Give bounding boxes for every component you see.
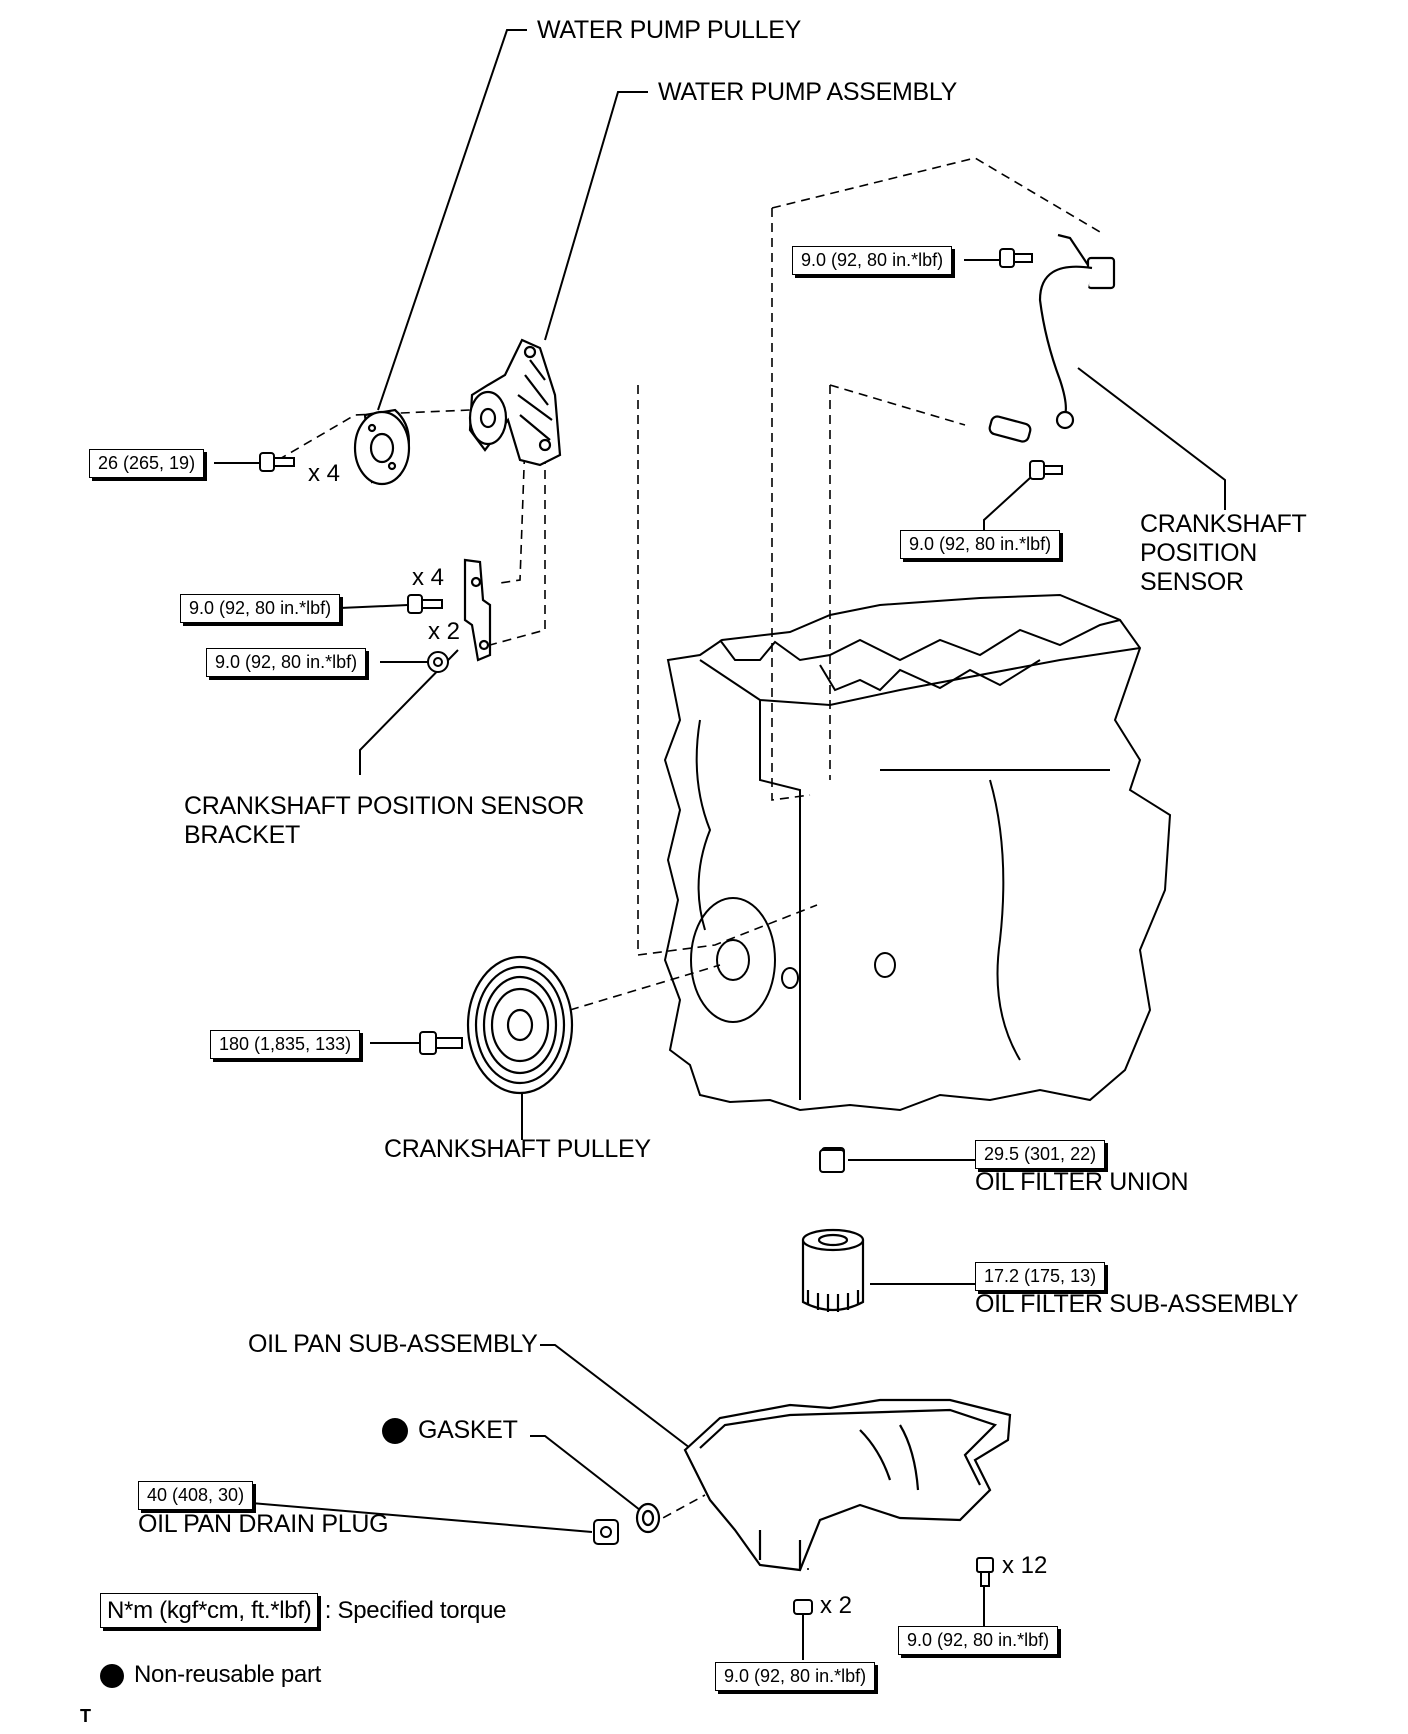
engine-block <box>663 593 1172 1112</box>
crankshaft-pulley-part <box>466 955 574 1095</box>
leader-bracket <box>359 649 459 775</box>
legend-torque-box: N*m (kgf*cm, ft.*lbf) <box>100 1593 319 1628</box>
leader-water-pump-pulley <box>377 29 527 411</box>
legend-torque-text: : Specified torque <box>324 1597 507 1624</box>
torque-water-pump-pulley-bolt: 26 (265, 19) <box>89 449 205 478</box>
leader-crankshaft-position-sensor <box>1077 367 1226 510</box>
torque-sensor-lower-bolt: 9.0 (92, 80 in.*lbf) <box>900 530 1061 559</box>
qty-bracket-bolts: x 4 <box>412 564 445 591</box>
footer-mark: T <box>80 1706 91 1726</box>
torque-oil-filter: 17.2 (175, 13) <box>975 1262 1106 1291</box>
label-crankshaft-position-sensor-bracket: CRANKSHAFT POSITION SENSOR BRACKET <box>184 792 585 849</box>
torque-bracket-bolt: 9.0 (92, 80 in.*lbf) <box>180 594 341 623</box>
water-pump-pulley-part <box>353 408 411 486</box>
torque-sensor-top-bolt: 9.0 (92, 80 in.*lbf) <box>792 246 953 275</box>
non-reusable-marker-icon <box>382 1418 408 1445</box>
torque-crankshaft-pulley-bolt: 180 (1,835, 133) <box>210 1030 361 1059</box>
leader-water-pump-assembly <box>544 91 648 341</box>
torque-oil-filter-union: 29.5 (301, 22) <box>975 1140 1106 1169</box>
non-reusable-dot-icon <box>100 1663 124 1688</box>
label-water-pump-assembly: WATER PUMP ASSEMBLY <box>658 78 957 106</box>
qty-pulley-bolts: x 4 <box>308 460 341 487</box>
legend-nonreusable-text: Non-reusable part <box>134 1661 322 1688</box>
oil-filter-union-part <box>819 1149 845 1173</box>
label-crankshaft-pulley: CRANKSHAFT PULLEY <box>384 1135 651 1163</box>
label-oil-filter-sub-assembly: OIL FILTER SUB-ASSEMBLY <box>975 1290 1299 1318</box>
gasket-text: GASKET <box>418 1416 518 1444</box>
qty-oil-pan-bolts: x 12 <box>1002 1552 1048 1579</box>
sensor-bracket-part <box>463 558 492 662</box>
legend-torque: N*m (kgf*cm, ft.*lbf) : Specified torque <box>100 1593 507 1628</box>
leader-gasket <box>530 1435 641 1511</box>
label-oil-filter-union: OIL FILTER UNION <box>975 1168 1189 1196</box>
crankshaft-position-sensor-part <box>988 233 1116 443</box>
bolts <box>259 248 1063 1615</box>
water-pump-assembly-part <box>468 338 562 467</box>
torque-oil-pan-bolt: 9.0 (92, 80 in.*lbf) <box>898 1626 1059 1655</box>
oil-filter-part <box>801 1228 865 1312</box>
gasket-part <box>635 1502 661 1534</box>
oil-pan-part <box>683 1398 1012 1572</box>
qty-bracket-nuts: x 2 <box>428 618 461 645</box>
label-crankshaft-position-sensor: CRANKSHAFT POSITION SENSOR <box>1140 510 1307 596</box>
qty-oil-pan-nuts: x 2 <box>820 1592 853 1619</box>
label-gasket: GASKET <box>382 1416 518 1445</box>
label-oil-pan-sub-assembly: OIL PAN SUB-ASSEMBLY <box>248 1330 538 1358</box>
torque-drain-plug: 40 (408, 30) <box>138 1481 254 1510</box>
label-water-pump-pulley: WATER PUMP PULLEY <box>537 16 801 44</box>
torque-bracket-nut: 9.0 (92, 80 in.*lbf) <box>206 648 367 677</box>
label-oil-pan-drain-plug: OIL PAN DRAIN PLUG <box>138 1510 389 1538</box>
torque-oil-pan-nut: 9.0 (92, 80 in.*lbf) <box>715 1662 876 1691</box>
legend-nonreusable: Non-reusable part <box>100 1660 321 1689</box>
leader-oil-pan <box>540 1344 691 1449</box>
